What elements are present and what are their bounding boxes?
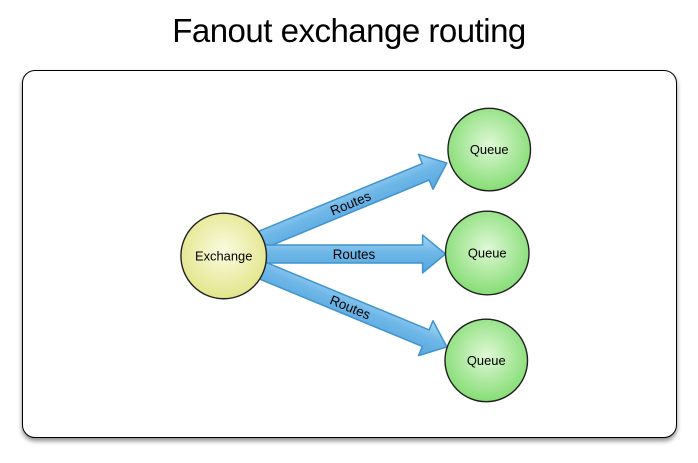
exchange-circle — [180, 212, 268, 300]
queue-label: Queue — [468, 245, 507, 260]
queue-circle — [444, 318, 529, 403]
route-arrow-middle: Routes — [261, 234, 447, 274]
queue-node-middle: Queue — [444, 210, 530, 296]
queue-label: Queue — [467, 353, 506, 368]
route-label: Routes — [333, 247, 376, 262]
exchange-label: Exchange — [195, 248, 252, 263]
queue-circle — [444, 210, 530, 296]
arrow-shape — [261, 234, 447, 274]
queue-label: Queue — [470, 142, 509, 157]
queue-circle — [447, 107, 532, 192]
arrow-shape — [254, 153, 448, 251]
diagram-panel: Routes Routes Routes Exchange Queue — [22, 70, 677, 438]
exchange-node: Exchange — [180, 212, 268, 300]
page-title: Fanout exchange routing — [172, 12, 526, 49]
queue-node-bottom: Queue — [444, 318, 529, 403]
fanout-diagram: Routes Routes Routes Exchange Queue — [180, 107, 532, 403]
arrow-shape — [254, 259, 448, 357]
queue-node-top: Queue — [447, 107, 532, 192]
